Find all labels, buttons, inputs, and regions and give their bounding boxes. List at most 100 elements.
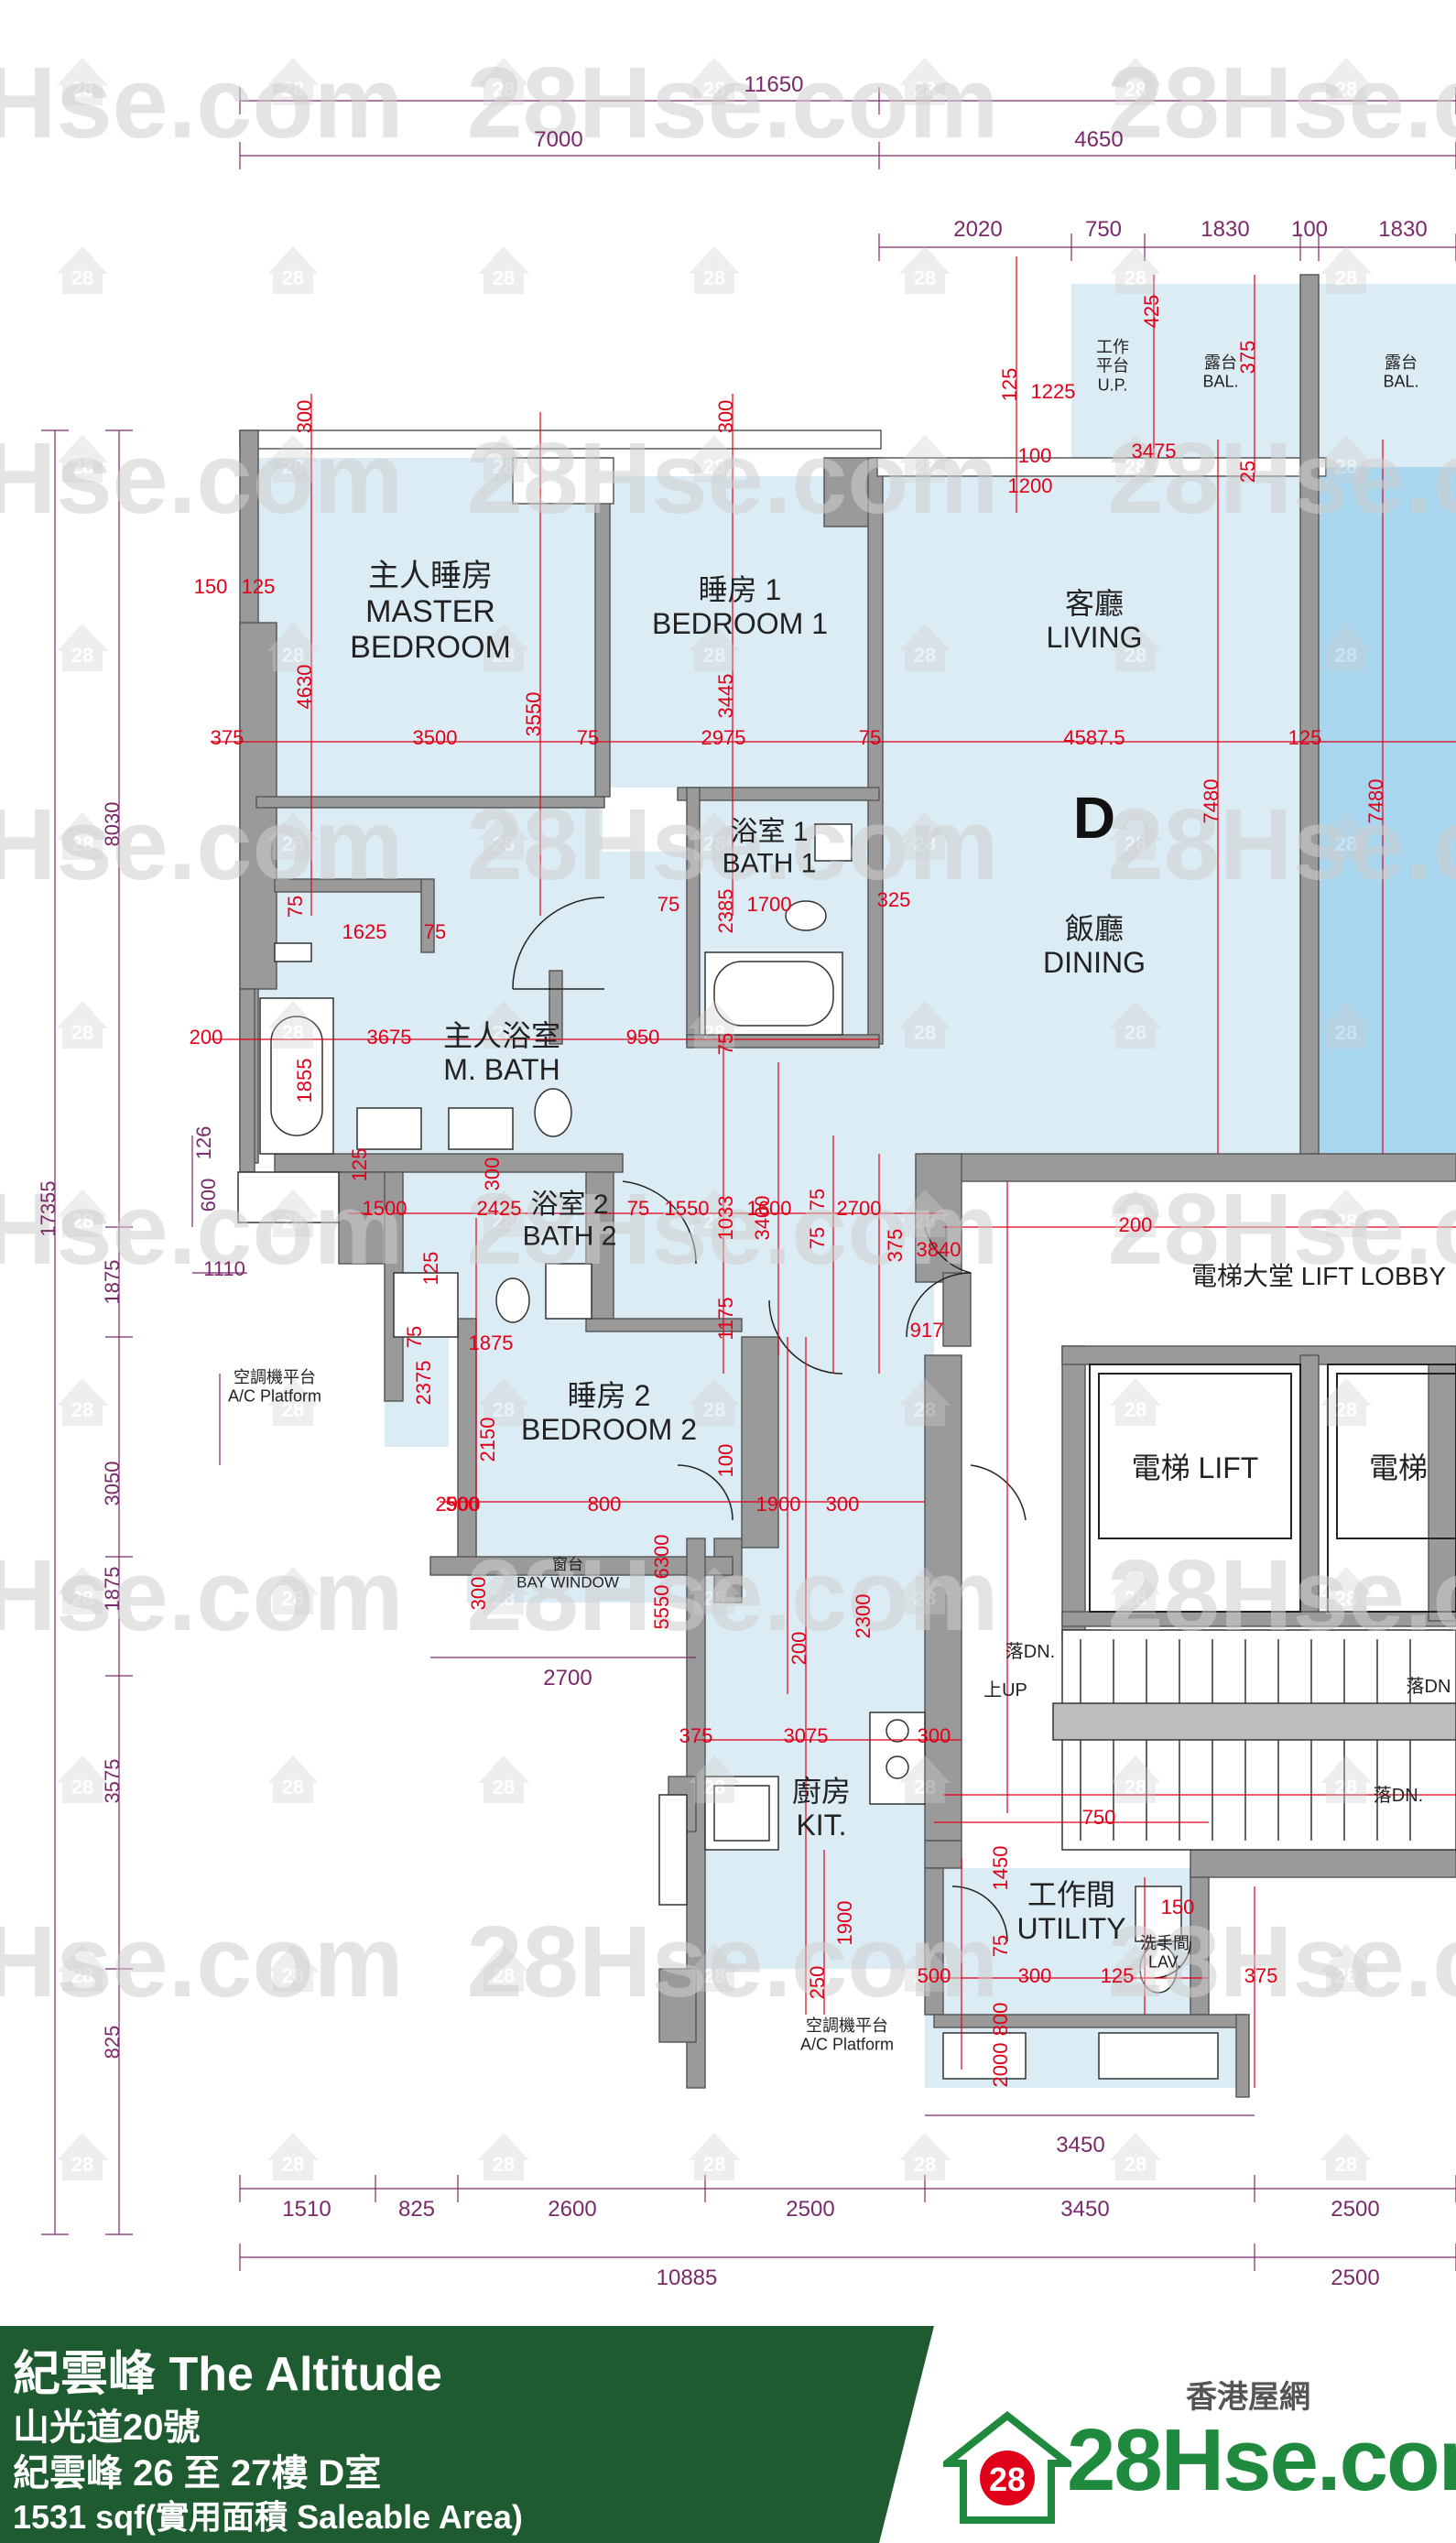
svg-text:28: 28 bbox=[1125, 1210, 1146, 1233]
bath-1-label-cn: 浴室 1 bbox=[730, 817, 808, 847]
watermark-badge: 28 bbox=[478, 435, 529, 483]
watermark-text: 28Hse.com bbox=[467, 1539, 999, 1652]
lift-2-label: 電梯 bbox=[1369, 1451, 1428, 1484]
watermark-text: 28Hse.com bbox=[1108, 422, 1456, 535]
watermark-badge: 28 bbox=[267, 1190, 319, 1237]
svg-text:28: 28 bbox=[703, 1021, 725, 1044]
watermark-badge: 28 bbox=[1110, 812, 1161, 860]
svg-text:28: 28 bbox=[914, 1776, 936, 1799]
dim-red: 3400 bbox=[751, 1196, 774, 1241]
svg-text:28: 28 bbox=[282, 2153, 304, 2176]
dim-red: 1550 bbox=[665, 1197, 710, 1220]
dim-top: 2020 bbox=[953, 217, 1002, 242]
watermark-badge: 28 bbox=[1320, 1755, 1372, 1803]
watermark-badge: 28 bbox=[899, 2133, 951, 2180]
svg-text:28: 28 bbox=[71, 266, 93, 289]
svg-text:28: 28 bbox=[71, 1210, 93, 1233]
dim-red: 100 bbox=[1018, 444, 1052, 467]
watermark-badge: 28 bbox=[1320, 2133, 1372, 2180]
svg-text:28: 28 bbox=[1335, 1776, 1357, 1799]
svg-text:28: 28 bbox=[703, 78, 725, 101]
watermark-badge: 28 bbox=[899, 1567, 951, 1614]
watermark-badge: 28 bbox=[478, 1567, 529, 1614]
watermark-badge: 28 bbox=[689, 1001, 740, 1049]
watermark-badge: 28 bbox=[689, 624, 740, 671]
watermark-badge: 28 bbox=[689, 435, 740, 483]
svg-text:28: 28 bbox=[703, 2153, 725, 2176]
svg-text:28: 28 bbox=[914, 644, 936, 667]
watermark-badge: 28 bbox=[57, 812, 108, 860]
svg-text:28: 28 bbox=[1125, 2153, 1146, 2176]
dim-red: 1700 bbox=[747, 893, 792, 916]
watermark-badge: 28 bbox=[267, 1378, 319, 1426]
svg-text:28: 28 bbox=[71, 1587, 93, 1610]
watermark-text: 28Hse.com bbox=[1108, 1906, 1456, 2018]
dim-bottom: 3450 bbox=[1060, 2197, 1109, 2222]
dim-red: 1900 bbox=[833, 1901, 856, 1946]
svg-text:28: 28 bbox=[71, 1964, 93, 1987]
watermark-text: 28Hse.com bbox=[0, 1906, 403, 2018]
dim-red: 75 bbox=[627, 1197, 649, 1220]
watermark-badge: 28 bbox=[1110, 1755, 1161, 1803]
watermark-badge: 28 bbox=[689, 1944, 740, 1992]
dim-bottom: 825 bbox=[398, 2197, 435, 2222]
dim-red: 3475 bbox=[1132, 440, 1177, 462]
watermark-badge: 28 bbox=[899, 1944, 951, 1992]
living-dining-area bbox=[879, 467, 1309, 1154]
svg-text:28: 28 bbox=[1125, 1964, 1146, 1987]
watermark-badge: 28 bbox=[57, 1755, 108, 1803]
lift-lobby-label: 電梯大堂 LIFT LOBBY bbox=[1191, 1262, 1446, 1290]
dim-bottom: 3450 bbox=[1056, 2133, 1104, 2157]
dim-red: 3500 bbox=[413, 726, 458, 749]
watermark-badge: 28 bbox=[1320, 1378, 1372, 1426]
svg-text:28: 28 bbox=[703, 455, 725, 478]
dim-red: 150 bbox=[194, 575, 228, 598]
dim-red: 2700 bbox=[837, 1197, 882, 1220]
dim-left: 825 bbox=[101, 2026, 124, 2059]
bedroom-1-label-en: BEDROOM 1 bbox=[652, 607, 828, 640]
watermark-text: 28Hse.com bbox=[0, 1539, 403, 1652]
svg-text:28: 28 bbox=[1125, 1398, 1146, 1421]
dim-red: 200 bbox=[190, 1026, 223, 1049]
svg-text:28: 28 bbox=[914, 1964, 936, 1987]
dim-red: 2900 bbox=[436, 1493, 481, 1516]
svg-text:28: 28 bbox=[282, 1776, 304, 1799]
watermark-badge: 28 bbox=[478, 812, 529, 860]
svg-text:28: 28 bbox=[493, 1021, 515, 1044]
watermark-badge: 28 bbox=[57, 1944, 108, 1992]
dim-red: 3075 bbox=[784, 1724, 829, 1747]
kitchen-label-cn: 廚房 bbox=[792, 1775, 851, 1808]
dim-red: 500 bbox=[446, 1493, 480, 1516]
bal-2-label-cn: 露台 bbox=[1385, 353, 1418, 372]
watermark-badge: 28 bbox=[899, 435, 951, 483]
stair-label: 落DN. bbox=[1374, 1785, 1423, 1806]
master-bedroom-area bbox=[256, 458, 603, 852]
dim-red: 375 bbox=[1236, 341, 1259, 375]
glass-strip bbox=[1319, 467, 1456, 1154]
watermark-text: 28Hse.com bbox=[1108, 1539, 1456, 1652]
watermark-badge: 28 bbox=[689, 1378, 740, 1426]
watermark-badge: 28 bbox=[689, 58, 740, 105]
dim-red: 125 bbox=[348, 1148, 371, 1182]
lift-1-label: 電梯 LIFT bbox=[1132, 1451, 1259, 1484]
dining-label-cn: 飯廳 bbox=[1065, 912, 1124, 945]
dim-red: 2000 bbox=[989, 2043, 1012, 2088]
svg-text:28: 28 bbox=[493, 1398, 515, 1421]
estate-address: 山光道20號 bbox=[13, 2407, 201, 2448]
dim-red: 300 bbox=[1018, 1964, 1052, 1987]
fixtures bbox=[237, 823, 1219, 2080]
watermark-badge: 28 bbox=[1110, 2133, 1161, 2180]
svg-text:28: 28 bbox=[914, 266, 936, 289]
watermark-badge: 28 bbox=[267, 1001, 319, 1049]
svg-text:28: 28 bbox=[1335, 1210, 1357, 1233]
dim-red: 300 bbox=[293, 400, 316, 434]
svg-text:28: 28 bbox=[282, 1021, 304, 1044]
watermark-badge: 28 bbox=[1110, 1567, 1161, 1614]
dim-red: 75 bbox=[806, 1189, 829, 1211]
watermark-text: 28Hse.com bbox=[0, 422, 403, 535]
watermark-badge: 28 bbox=[267, 246, 319, 294]
watermark-badge: 28 bbox=[478, 2133, 529, 2180]
bal-1-label-cn: 露台 bbox=[1204, 353, 1237, 372]
watermark-text: 28Hse.com bbox=[467, 422, 999, 535]
